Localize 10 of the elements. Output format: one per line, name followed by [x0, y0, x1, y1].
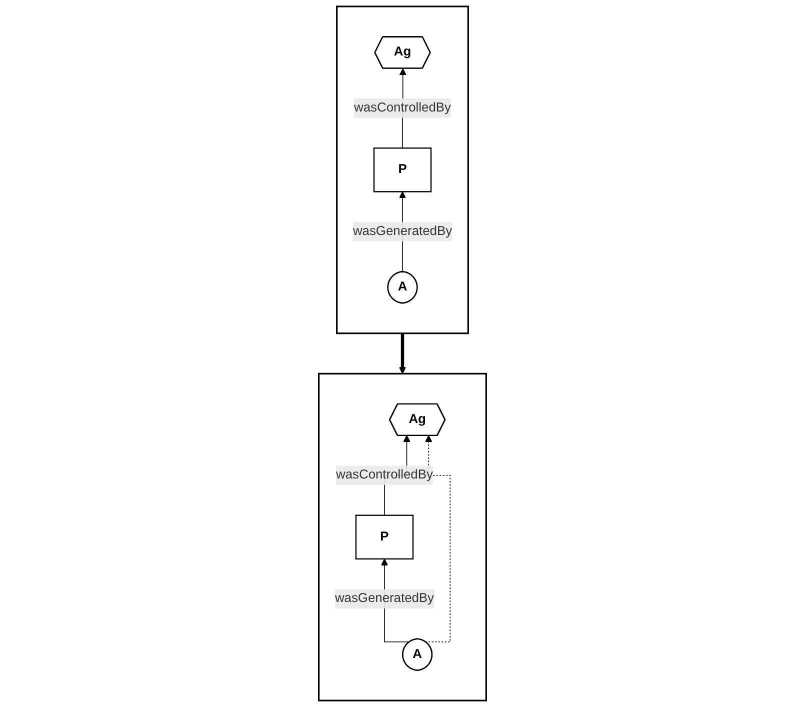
cluster — [318, 372, 487, 702]
arrow — [398, 332, 406, 374]
edge-label: wasGeneratedBy — [334, 592, 434, 606]
edge-label: wasControlledBy — [354, 100, 451, 115]
edge-label: wasControlledBy — [336, 468, 433, 482]
node-box: P — [355, 514, 414, 560]
edge-label: wasGeneratedBy — [352, 224, 452, 238]
node-box: P — [373, 148, 432, 192]
arrow — [425, 435, 451, 642]
cluster — [336, 6, 469, 334]
